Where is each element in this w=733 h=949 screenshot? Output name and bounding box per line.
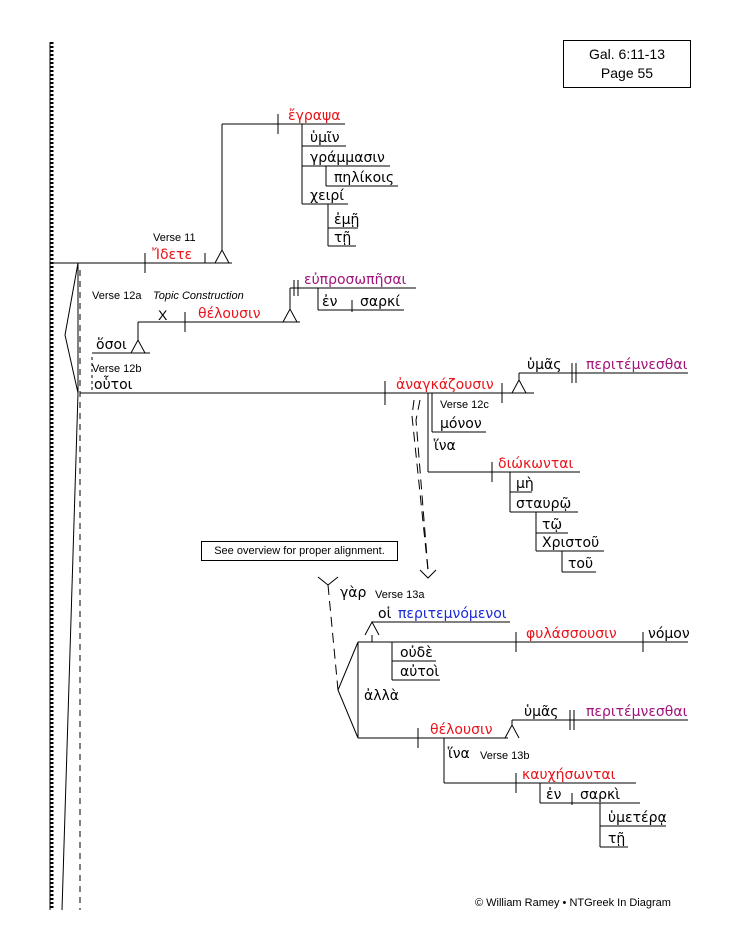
word-hoi: οἱ bbox=[378, 606, 392, 622]
word-idete: Ἴδετε bbox=[152, 247, 193, 263]
word-pelikois: πηλίκοις bbox=[334, 170, 395, 186]
word-x-placeholder: X bbox=[158, 307, 168, 323]
word-peritemnesthai-1: περιτέμνεσθαι bbox=[586, 357, 688, 373]
word-thelousin-1: θέλουσιν bbox=[198, 306, 261, 322]
word-hina-1: ἵνα bbox=[434, 438, 456, 454]
label-verse-12b: Verse 12b bbox=[92, 363, 142, 375]
word-me: μὴ bbox=[516, 476, 534, 492]
word-alla: ἀλλὰ bbox=[364, 688, 400, 704]
word-humin: ὑμῖν bbox=[310, 130, 340, 146]
word-humetera: ὑμετέρᾳ bbox=[608, 810, 667, 826]
word-houtoi: οὗτοι bbox=[94, 377, 133, 393]
word-kauchesontai: καυχήσωνται bbox=[522, 767, 616, 783]
word-christou: Χριστοῦ bbox=[542, 535, 600, 551]
word-monon: μόνον bbox=[440, 416, 482, 432]
label-verse-11: Verse 11 bbox=[153, 232, 196, 244]
word-euprosopesai: εὐπροσωπῆσαι bbox=[304, 272, 407, 288]
word-gar: γὰρ bbox=[340, 585, 367, 601]
word-te-1: τῇ bbox=[334, 230, 352, 246]
word-egrapsa: ἔγραψα bbox=[288, 108, 341, 124]
word-te-2: τῇ bbox=[608, 831, 626, 847]
word-cheiri: χειρί bbox=[310, 188, 345, 204]
label-verse-13b: Verse 13b bbox=[480, 750, 530, 762]
word-en-2: ἐν bbox=[546, 787, 562, 803]
reference-box: Gal. 6:11-13 Page 55 bbox=[563, 40, 691, 88]
word-tou: τοῦ bbox=[568, 556, 594, 572]
word-sarki-1: σαρκί bbox=[360, 294, 400, 310]
word-sarki-2: σαρκὶ bbox=[580, 787, 620, 803]
word-to: τῷ bbox=[542, 517, 563, 533]
word-anankazousin: ἀναγκάζουσιν bbox=[396, 377, 494, 393]
word-humas-2: ὑμᾶς bbox=[524, 704, 559, 720]
reference-page: Page 55 bbox=[600, 65, 654, 81]
word-autoi: αὐτοὶ bbox=[400, 664, 440, 680]
word-diokontai: διώκωνται bbox=[498, 456, 574, 472]
word-thelousin-2: θέλουσιν bbox=[430, 722, 493, 738]
reference-passage: Gal. 6:11-13 bbox=[588, 46, 665, 62]
word-eme: ἐμῇ bbox=[334, 212, 360, 228]
label-verse-12a: Verse 12a bbox=[92, 290, 142, 302]
word-en-1: ἐν bbox=[322, 294, 338, 310]
label-topic-construction: Topic Construction bbox=[153, 290, 244, 302]
word-peritemnesthai-2: περιτέμνεσθαι bbox=[586, 704, 688, 720]
word-stauro: σταυρῷ bbox=[516, 496, 572, 512]
word-peritemnomenoi: περιτεμνόμενοι bbox=[398, 606, 507, 622]
word-hosoi: ὅσοι bbox=[96, 337, 127, 353]
word-phulassousin: φυλάσσουσιν bbox=[526, 626, 617, 642]
word-hina-2: ἵνα bbox=[448, 746, 470, 762]
alignment-note: See overview for proper alignment. bbox=[201, 541, 398, 561]
word-oude: οὐδὲ bbox=[400, 645, 433, 661]
word-grammasin: γράμμασιν bbox=[310, 150, 385, 166]
label-verse-12c: Verse 12c bbox=[440, 399, 489, 411]
label-verse-13a: Verse 13a bbox=[375, 589, 425, 601]
copyright-notice: © William Ramey • NTGreek In Diagram bbox=[475, 897, 671, 909]
word-humas-1: ὑμᾶς bbox=[527, 357, 562, 373]
word-nomon: νόμον bbox=[648, 626, 690, 642]
